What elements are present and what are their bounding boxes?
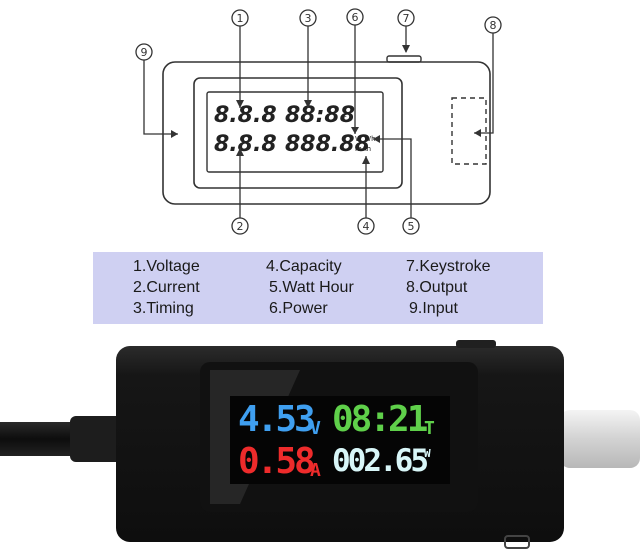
legend-item-keystroke: 7.Keystroke (406, 258, 491, 275)
lcd-current: 8.8.8 (214, 132, 277, 157)
screen-inner-frame (206, 91, 384, 173)
lcd-capacity: 888.88 (285, 132, 370, 157)
lcd-timing: 88:88 (285, 103, 355, 128)
lcd-current-unit: A (262, 144, 267, 152)
screen-outer-frame (193, 77, 403, 189)
callout-8-label: 8 (490, 19, 497, 32)
callout-3: 3 (299, 9, 317, 27)
device-current-unit: A (310, 460, 321, 481)
callout-7-label: 7 (403, 12, 410, 25)
keystroke-button-outline (386, 55, 422, 63)
cable-strain-relief (70, 416, 130, 462)
device-timing-unit: T (424, 418, 435, 439)
keystroke-button[interactable] (456, 340, 496, 348)
lcd-timing-unit: T (341, 115, 347, 123)
usb-c-plug (560, 410, 640, 468)
screen (230, 396, 450, 484)
legend-item-capacity: 4.Capacity (266, 258, 342, 275)
lcd-capacity-unit: mAh (355, 145, 371, 153)
legend-item-power: 6.Power (269, 300, 328, 317)
output-port-outline (451, 97, 487, 165)
callout-4-label: 4 (363, 220, 370, 233)
callout-9-label: 9 (141, 46, 148, 59)
lanyard-hole (504, 535, 530, 549)
device-current: 0.58 (238, 441, 316, 482)
callout-4: 4 (357, 217, 375, 235)
legend-item-input: 9.Input (409, 300, 458, 317)
legend-item-output: 8.Output (406, 279, 468, 296)
callout-2: 2 (231, 217, 249, 235)
callout-9: 9 (135, 43, 153, 61)
callout-7: 7 (397, 9, 415, 27)
callout-2-label: 2 (237, 220, 244, 233)
callout-6-label: 6 (352, 11, 359, 24)
meter-line-diagram: 8.8.8 V 88:88 T 8.8.8 A 888.88 W Wh mAh … (135, 8, 502, 235)
legend-item-watt-hour: 5.Watt Hour (269, 279, 354, 296)
lcd-voltage-unit: V (262, 115, 267, 123)
callout-6: 6 (346, 8, 364, 26)
callout-5-label: 5 (408, 220, 415, 233)
device-voltage-unit: V (310, 418, 321, 439)
callout-1-label: 1 (237, 12, 244, 25)
lcd-power-units: W Wh (355, 135, 376, 143)
device-power: 002.65 (332, 443, 429, 479)
device-timing: 08:21 (332, 399, 428, 440)
device-power-unit: W (424, 447, 431, 460)
lcd-voltage: 8.8.8 (214, 103, 277, 128)
legend-item-current: 2.Current (133, 279, 200, 296)
device-voltage: 4.53 (238, 399, 316, 440)
callout-3-label: 3 (305, 12, 312, 25)
callout-5: 5 (402, 217, 420, 235)
legend-item-timing: 3.Timing (133, 300, 194, 317)
callout-8: 8 (484, 16, 502, 34)
device-photo: 4.53 V 08:21 T 0.58 A 002.65 W (0, 336, 640, 559)
callout-1: 1 (231, 9, 249, 27)
legend-item-voltage: 1.Voltage (133, 258, 200, 275)
legend-box: 1.Voltage 2.Current 3.Timing 4.Capacity … (93, 252, 543, 324)
